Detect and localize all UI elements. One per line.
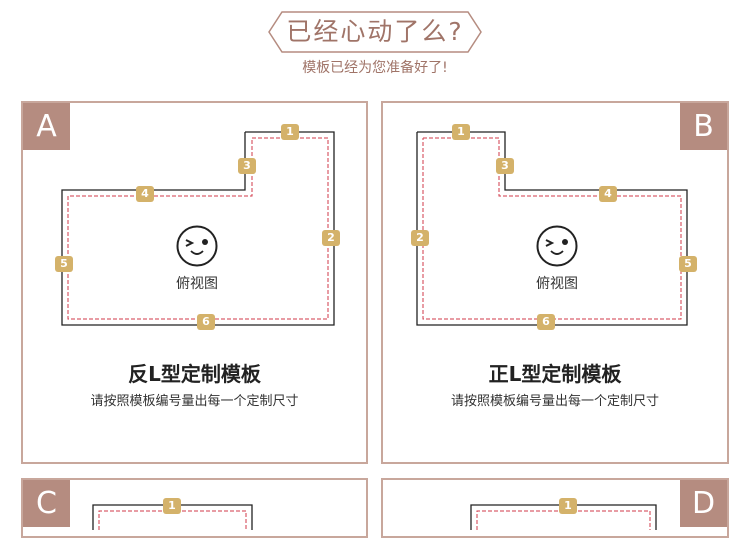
edge-badge-5: 5 — [679, 256, 697, 272]
template-card-a: A 俯视图 1 2 3 4 5 6 反L型定制模板 请按照模板编号量出每一个定制… — [21, 101, 368, 464]
edge-badge-4: 4 — [136, 186, 154, 202]
card-letter-a: A — [23, 103, 70, 150]
template-card-b: B 俯视图 1 2 3 4 5 6 正L型定制模板 请按照模板编号量出每一个定制… — [381, 101, 729, 464]
edge-badge-2: 2 — [322, 230, 340, 246]
card-title-a: 反L型定制模板 — [128, 362, 261, 386]
normal-l-outline — [416, 131, 688, 326]
edge-badge-1: 1 — [163, 498, 181, 514]
card-letter-c: C — [23, 480, 70, 527]
card-desc-b: 请按照模板编号量出每一个定制尺寸 — [450, 394, 659, 409]
top-view-label: 俯视图 — [176, 276, 218, 292]
reverse-l-outline — [61, 131, 335, 326]
edge-badge-6: 6 — [537, 314, 555, 330]
hexagon-frame-icon — [268, 11, 482, 53]
template-c-outline — [92, 504, 253, 530]
page-header: 已经心动了么? 模板已经为您准备好了! — [0, 0, 750, 90]
wink-face-icon — [536, 225, 578, 267]
card-letter-d: D — [680, 480, 727, 527]
card-letter-b: B — [680, 103, 727, 150]
edge-badge-1: 1 — [452, 124, 470, 140]
page-title: 已经心动了么? — [286, 17, 464, 46]
template-card-c: C 1 — [21, 478, 368, 538]
edge-badge-6: 6 — [197, 314, 215, 330]
edge-badge-4: 4 — [599, 186, 617, 202]
card-desc-a: 请按照模板编号量出每一个定制尺寸 — [90, 394, 299, 409]
title-frame: 已经心动了么? — [268, 11, 482, 53]
top-view-label: 俯视图 — [536, 276, 578, 292]
edge-badge-3: 3 — [238, 158, 256, 174]
template-card-d: D 1 — [381, 478, 729, 538]
page-subtitle: 模板已经为您准备好了! — [302, 60, 448, 76]
wink-face-icon — [176, 225, 218, 267]
card-title-b: 正L型定制模板 — [488, 362, 622, 386]
edge-badge-5: 5 — [55, 256, 73, 272]
template-d-outline — [470, 504, 657, 530]
edge-badge-3: 3 — [496, 158, 514, 174]
edge-badge-2: 2 — [411, 230, 429, 246]
edge-badge-1: 1 — [281, 124, 299, 140]
edge-badge-1: 1 — [559, 498, 577, 514]
